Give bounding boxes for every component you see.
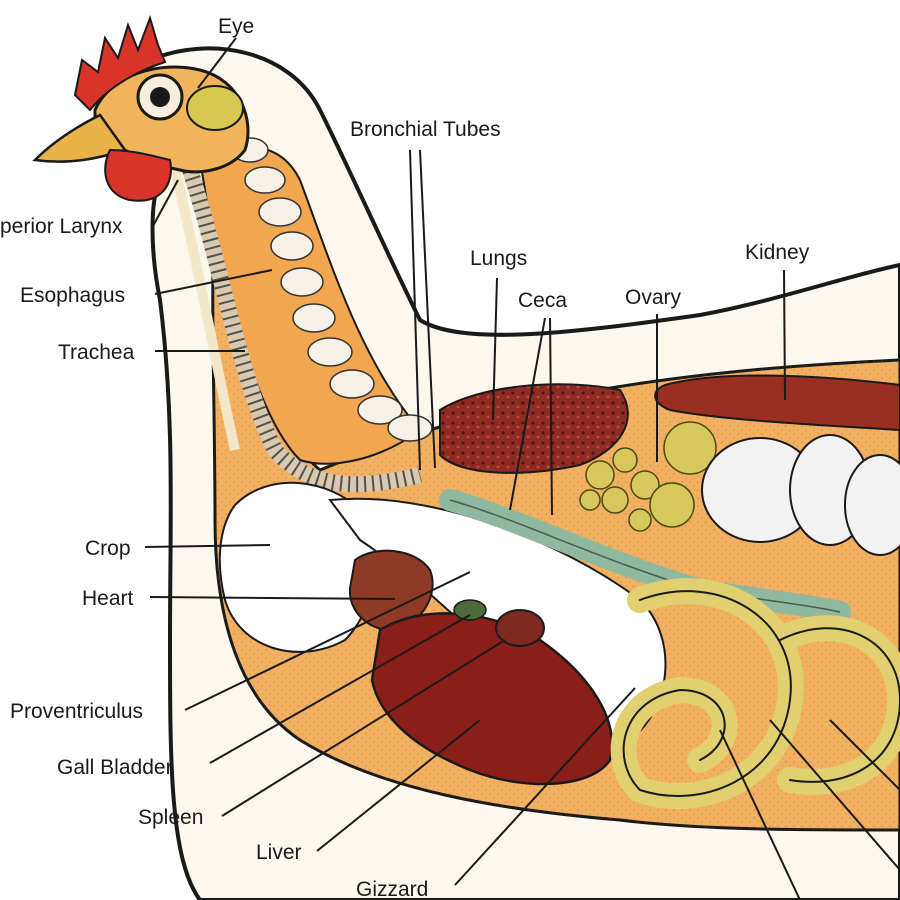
label-gall-bladder: Gall Bladder [57,756,173,779]
kidney-organ [654,374,900,432]
label-kidney: Kidney [745,241,810,264]
comb [73,14,167,112]
label-ovary: Ovary [625,286,682,309]
label-esophagus: Esophagus [20,284,126,307]
liver-organ [370,612,614,786]
label-superior-larynx: perior Larynx [0,215,123,238]
label-trachea: Trachea [58,341,135,364]
label-gizzard: Gizzard [356,878,429,900]
label-spleen: Spleen [138,806,204,829]
leader-lines [144,37,900,900]
spleen-organ [495,609,545,647]
oviduct-organ [701,434,900,556]
label-liver: Liver [256,841,302,864]
label-bronchial-tubes: Bronchial Tubes [350,118,501,141]
label-eye: Eye [218,15,255,38]
label-heart: Heart [82,587,134,610]
label-proventriculus: Proventriculus [10,700,144,723]
brain [186,85,244,131]
wattle [104,148,172,202]
ovary-organ [579,421,717,532]
label-ceca: Ceca [518,289,568,312]
label-lungs: Lungs [470,247,528,270]
intestines-organ [610,578,900,809]
spine [231,137,433,442]
crop-organ [218,481,378,653]
lungs-organ [439,383,629,474]
label-crop: Crop [85,537,131,560]
gall-bladder-organ [453,599,487,621]
esophagus-tube [170,168,240,452]
heart-organ [348,549,434,632]
